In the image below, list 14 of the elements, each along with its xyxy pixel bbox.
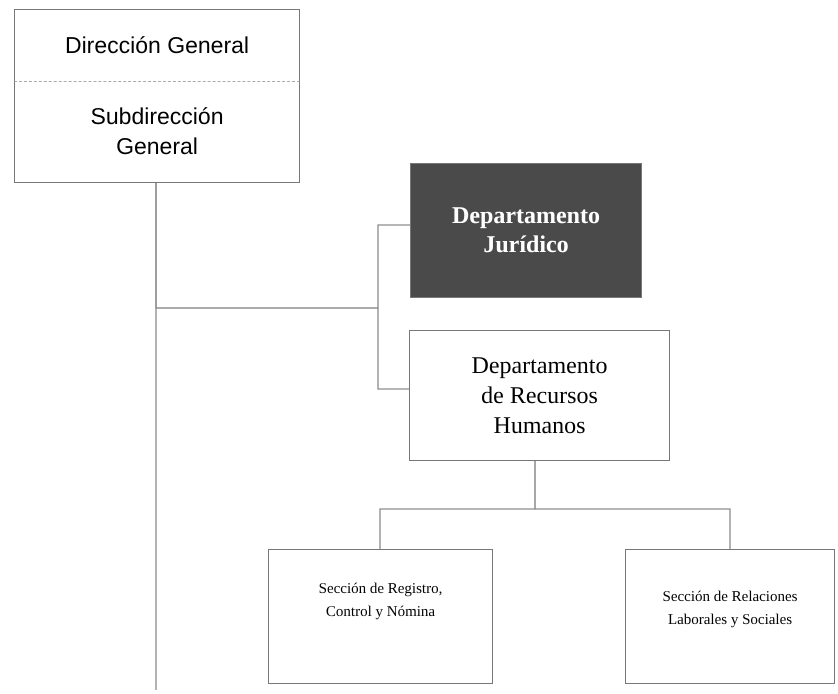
box-label: Subdirección General bbox=[90, 102, 224, 161]
box-label: Dirección General bbox=[64, 31, 250, 60]
connector-line bbox=[534, 461, 731, 549]
highlighted-box bbox=[410, 163, 642, 298]
org-box bbox=[409, 330, 670, 461]
org-box bbox=[14, 9, 300, 81]
org-box bbox=[625, 549, 835, 684]
org-box bbox=[268, 549, 493, 684]
box-label: Departamento de Recursos Humanos bbox=[470, 352, 608, 440]
box-label: Sección de Relaciones Laborales y Sociales bbox=[662, 588, 798, 630]
box-label: Sección de Registro, Control y Nómina bbox=[318, 580, 444, 622]
org-box bbox=[14, 81, 300, 183]
box-label: Departamento Jurídico bbox=[451, 202, 601, 260]
connector-line bbox=[155, 183, 157, 690]
